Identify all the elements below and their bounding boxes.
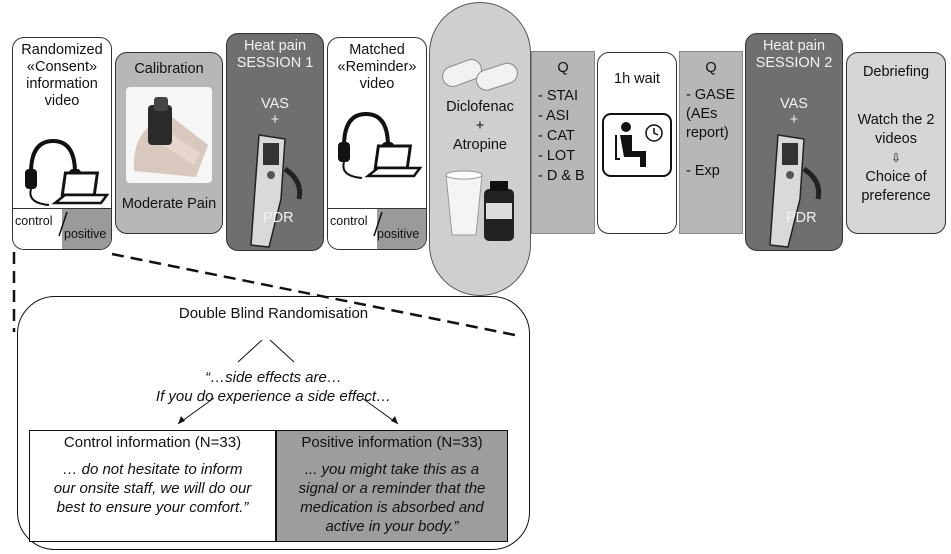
consent-video-step: Randomized «Consent» information video c… — [12, 37, 112, 250]
positive-quote-line: medication is absorbed and — [300, 499, 484, 516]
session2-line-2: SESSION 2 — [755, 55, 833, 71]
reminder-line-3: video — [359, 76, 395, 92]
questionnaire-1: Q - STAI - ASI - CAT - LOT - D & B — [531, 51, 595, 234]
pain-device-icon — [769, 134, 822, 248]
consent-positive-label: positive — [64, 227, 107, 241]
reminder-line-1: Matched — [349, 42, 405, 58]
positive-quote-line: signal or a reminder that the — [298, 480, 486, 497]
drug-administration-step: Diclofenac + Atropine — [429, 2, 531, 296]
headset-laptop-icon — [25, 138, 109, 206]
session2-vas: VAS — [780, 96, 808, 112]
questionnaire-2: Q - GASE (AEs report) - Exp — [679, 51, 743, 234]
session1-line-1: Heat pain — [243, 38, 307, 54]
positive-info-quote: ... you might take this as a signal or a… — [277, 460, 507, 536]
q2-title: Q — [705, 60, 717, 76]
consent-group-split: control positive — [13, 208, 111, 249]
consent-control-label: control — [15, 214, 53, 228]
reminder-positive-half — [377, 209, 426, 249]
debrief-line-4: preference — [861, 188, 931, 204]
heat-pain-session-1: Heat pain SESSION 1 VAS + PDR — [226, 33, 324, 251]
calibration-caption: Moderate Pain — [121, 196, 217, 212]
q1-item: - CAT — [538, 128, 575, 144]
control-quote-line: our onsite staff, we will do our — [53, 480, 252, 497]
positive-information-box: Positive information (N=33) ... you migh… — [276, 430, 508, 542]
wait-title: 1h wait — [614, 71, 660, 87]
session1-title: Heat pain SESSION 1 — [227, 38, 323, 72]
session2-pdr: PDR — [786, 210, 817, 226]
consent-line-3: information — [26, 76, 98, 92]
consent-positive-half — [62, 209, 111, 249]
seated-clock-icon — [602, 113, 672, 177]
split-slash — [373, 211, 383, 237]
control-quote-line: … do not hesitate to inform — [62, 461, 243, 478]
q1-item: - LOT — [538, 148, 576, 164]
randomisation-title: Double Blind Randomisation — [178, 305, 369, 322]
down-arrow-icon: ⇩ — [890, 151, 902, 165]
consent-line-1: Randomized — [21, 42, 103, 58]
session2-plus: + — [789, 112, 799, 128]
q1-title: Q — [557, 60, 569, 76]
reminder-control-half — [328, 209, 377, 249]
heat-pain-session-2: Heat pain SESSION 2 VAS + PDR — [745, 33, 843, 251]
q2-item: report) — [686, 125, 729, 141]
calibration-step: Calibration Moderate Pain — [115, 52, 223, 234]
consent-line-4: video — [44, 93, 80, 109]
headset-laptop-icon — [338, 111, 422, 179]
session2-title: Heat pain SESSION 2 — [746, 38, 842, 72]
session2-line-1: Heat pain — [762, 38, 826, 54]
debrief-text: Watch the 2 videos ⇩ Choice of preferenc… — [847, 111, 945, 206]
q2-list: - GASE (AEs report) - Exp — [686, 86, 735, 181]
positive-quote-line: active in your body.” — [325, 518, 459, 535]
positive-quote-line: ... you might take this as a — [304, 461, 480, 478]
session1-pdr: PDR — [263, 210, 294, 226]
wait-step: 1h wait — [597, 52, 677, 234]
drug-plus: + — [475, 118, 485, 134]
q2-item: (AEs — [686, 106, 718, 122]
reminder-control-label: control — [330, 214, 368, 228]
debrief-title: Debriefing — [862, 64, 930, 80]
consent-title: Randomized «Consent» information video — [13, 42, 111, 110]
randomisation-quote-1: “…side effects are… — [205, 369, 342, 386]
control-info-quote: … do not hesitate to inform our onsite s… — [30, 460, 275, 517]
q2-item: - Exp — [686, 163, 720, 179]
debrief-line-3: Choice of — [865, 169, 927, 185]
finger-thermode-icon — [133, 97, 208, 177]
debrief-line-1: Watch the 2 — [857, 112, 935, 128]
control-information-box: Control information (N=33) … do not hesi… — [29, 430, 276, 542]
pills-icon — [442, 59, 518, 91]
reminder-line-2: «Reminder» — [337, 59, 417, 75]
debrief-line-2: videos — [875, 131, 917, 147]
calibration-title: Calibration — [134, 61, 204, 77]
debriefing-step: Debriefing Watch the 2 videos ⇩ Choice o… — [846, 52, 946, 234]
split-slash — [58, 211, 68, 237]
randomisation-quote-2: If you do experience a side effect… — [155, 388, 392, 405]
session1-line-2: SESSION 1 — [236, 55, 314, 71]
q1-item: - STAI — [538, 88, 579, 104]
reminder-group-split: control positive — [328, 208, 426, 249]
q1-list: - STAI - ASI - CAT - LOT - D & B — [538, 86, 585, 186]
reminder-title: Matched «Reminder» video — [328, 42, 426, 93]
q1-item: - D & B — [538, 168, 585, 184]
pain-device-icon — [250, 134, 303, 248]
positive-info-title: Positive information (N=33) — [301, 434, 483, 451]
consent-control-half — [13, 209, 62, 249]
reminder-positive-label: positive — [377, 227, 420, 241]
reminder-video-step: Matched «Reminder» video control positiv… — [327, 37, 427, 250]
control-info-title: Control information (N=33) — [63, 434, 242, 451]
cup-bottle-icon — [445, 170, 514, 241]
session1-plus: + — [270, 112, 280, 128]
session1-vas: VAS — [261, 96, 289, 112]
randomisation-panel: Double Blind Randomisation “…side effect… — [17, 296, 530, 550]
q1-item: - ASI — [538, 108, 570, 124]
drug-label-1: Diclofenac — [446, 99, 514, 115]
drug-label-2: Atropine — [452, 137, 507, 153]
control-quote-line: best to ensure your comfort.” — [56, 499, 249, 516]
q2-item: - GASE — [686, 87, 736, 103]
consent-line-2: «Consent» — [26, 59, 98, 75]
